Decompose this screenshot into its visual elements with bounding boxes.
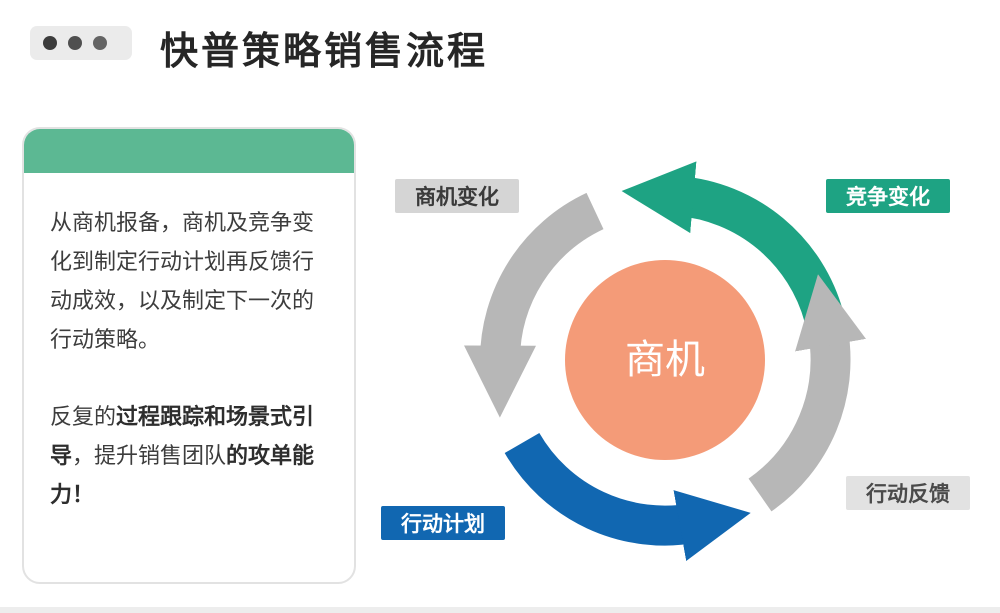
emphasis-segment: 反复的	[50, 404, 117, 429]
card-header-bar	[24, 129, 354, 173]
card-paragraph-2: 反复的过程跟踪和场景式引导，提升销售团队的攻单能力！	[50, 397, 328, 514]
card-body: 从商机报备，商机及竞争变化到制定行动计划再反馈行动成效，以及制定下一次的行动策略…	[24, 173, 354, 514]
summary-card: 从商机报备，商机及竞争变化到制定行动计划再反馈行动成效，以及制定下一次的行动策略…	[22, 127, 356, 584]
opportunity-circle-label: 商机	[625, 338, 705, 382]
slide-bottom-edge	[0, 607, 1000, 613]
label-action-plan: 行动计划	[381, 506, 505, 540]
bullet-dot-icon	[93, 36, 107, 50]
arrow-action-plan	[504, 432, 751, 561]
emphasis-segment: 的攻单能力！	[50, 443, 315, 507]
emphasis-segment: ，提升销售团队	[72, 443, 227, 468]
emphasis-segment: 过程跟踪和场景式引导	[50, 404, 315, 468]
arrow-opportunity-change	[464, 192, 604, 418]
title-decoration-pill	[30, 26, 132, 60]
bullet-dot-icon	[43, 36, 57, 50]
page-title: 快普策略销售流程	[160, 31, 489, 73]
card-paragraph-1: 从商机报备，商机及竞争变化到制定行动计划再反馈行动成效，以及制定下一次的行动策略…	[50, 210, 315, 352]
bullet-dot-icon	[68, 36, 82, 50]
opportunity-circle	[565, 260, 765, 460]
label-opportunity-change: 商机变化	[395, 179, 519, 213]
cycle-diagram: 商机	[464, 161, 866, 561]
label-action-feedback: 行动反馈	[846, 476, 970, 510]
label-competition-change: 竞争变化	[826, 179, 950, 213]
arrow-action-feedback	[748, 274, 866, 512]
